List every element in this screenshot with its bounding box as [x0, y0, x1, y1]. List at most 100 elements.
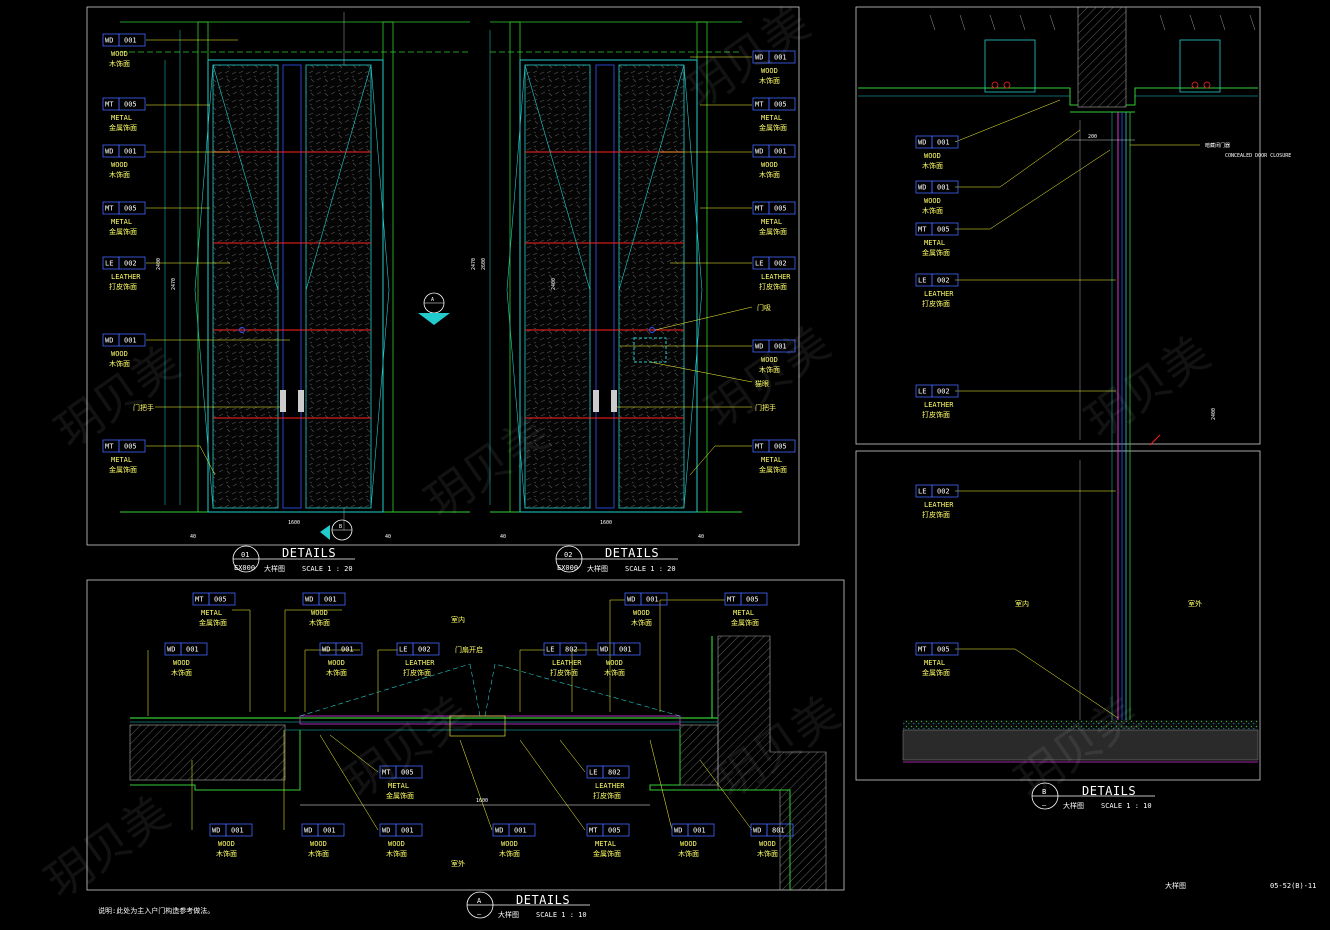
material-tag-number: 001 — [323, 827, 336, 835]
material-tag-number: 002 — [124, 260, 137, 268]
material-name-en: WOOD — [111, 50, 128, 58]
material-tag-number: 802 — [565, 646, 578, 654]
section-a-plan: 1600 室内 室外 门扇开启 — [129, 599, 827, 891]
svg-text:SCALE 1 : 20: SCALE 1 : 20 — [625, 565, 676, 573]
material-name-cn: 木饰面 — [171, 668, 192, 677]
material-tag-number: 001 — [324, 596, 337, 604]
material-tag-number: 005 — [774, 443, 787, 451]
material-name-cn: 木饰面 — [386, 849, 407, 858]
material-name-en: WOOD — [311, 609, 328, 617]
drawing-note: 说明:此处为主入户门构造参考做法。 — [98, 906, 214, 915]
material-name-en: WOOD — [111, 350, 128, 358]
material-name-en: WOOD — [924, 197, 941, 205]
svg-text:大样图: 大样图 — [1063, 801, 1084, 810]
material-tag-code: WD — [105, 337, 113, 345]
material-tag-code: WD — [918, 184, 926, 192]
watermark-text: 玥贝美 — [35, 786, 179, 909]
material-tag-number: 002 — [937, 388, 950, 396]
svg-text:SCALE 1 : 10: SCALE 1 : 10 — [1101, 802, 1152, 810]
material-name-cn: 打皮饰面 — [550, 668, 578, 677]
label-door-closer-cn: 暗藏闭门器 — [1205, 142, 1230, 149]
material-tag-code: LE — [918, 388, 926, 396]
material-name-en: WOOD — [111, 161, 128, 169]
leaders-elev-02 — [620, 56, 752, 476]
svg-text:DETAILS: DETAILS — [605, 546, 659, 560]
material-name-cn: 木饰面 — [109, 359, 130, 368]
view-title-b: B — DETAILS 大样图 SCALE 1 : 10 — [1031, 782, 1155, 810]
material-tag-number: 005 — [746, 596, 759, 604]
material-name-cn: 木饰面 — [109, 170, 130, 179]
material-name-cn: 木饰面 — [109, 59, 130, 68]
material-name-en: LEATHER — [924, 290, 954, 298]
material-tag-number: 002 — [774, 260, 787, 268]
view-title-01: 01 EX000 DETAILS 大样图 SCALE 1 : 20 — [232, 545, 355, 573]
svg-text:A: A — [431, 297, 434, 303]
material-tag-code: WD — [105, 148, 113, 156]
material-name-cn: 金属饰面 — [731, 618, 759, 627]
material-tag-number: 001 — [124, 37, 137, 45]
material-tag-number: 005 — [124, 101, 137, 109]
elevation-01: 2400 2470 2600 1600 40 40 A B 门把手 — [120, 12, 491, 541]
svg-text:DETAILS: DETAILS — [282, 546, 336, 560]
material-name-cn: 木饰面 — [757, 849, 778, 858]
material-tag-number: 001 — [937, 139, 950, 147]
svg-text:—: — — [1042, 801, 1047, 809]
svg-text:40: 40 — [698, 534, 704, 540]
material-tag-number: 001 — [774, 343, 787, 351]
material-tag-code: LE — [105, 260, 113, 268]
material-tag-code: MT — [727, 596, 736, 604]
material-tag-number: 001 — [186, 646, 199, 654]
material-name-cn: 木饰面 — [604, 668, 625, 677]
svg-text:A: A — [477, 897, 482, 905]
material-tag-number: 002 — [937, 488, 950, 496]
material-tag-number: 001 — [401, 827, 414, 835]
material-name-en: WOOD — [633, 609, 650, 617]
material-tag-code: MT — [755, 205, 764, 213]
section-b-vertical: 200 2400 暗藏闭门器 CONCEALED DOOR CLOSURE 室内… — [858, 6, 1291, 763]
svg-text:2400: 2400 — [551, 278, 557, 290]
material-tag-code: LE — [755, 260, 763, 268]
material-tag-code: MT — [382, 769, 391, 777]
material-tag-number: 002 — [937, 277, 950, 285]
label-inside: 室内 — [451, 615, 465, 624]
material-name-cn: 打皮饰面 — [593, 791, 621, 800]
material-tag-code: MT — [195, 596, 204, 604]
material-tag-code: MT — [105, 443, 114, 451]
material-tag-code: WD — [105, 37, 113, 45]
svg-text:—: — — [477, 910, 482, 918]
material-name-en: METAL — [388, 782, 409, 790]
material-tag-code: MT — [589, 827, 598, 835]
svg-text:EX000: EX000 — [557, 564, 578, 572]
material-tag-number: 001 — [774, 54, 787, 62]
material-name-cn: 金属饰面 — [199, 618, 227, 627]
sheet-name: 大样图 — [1165, 881, 1186, 890]
material-name-en: WOOD — [761, 161, 778, 169]
material-name-en: WOOD — [388, 840, 405, 848]
material-tag-code: WD — [322, 646, 330, 654]
material-name-en: WOOD — [761, 356, 778, 364]
section-marker-b[interactable]: B — [320, 519, 353, 541]
label-stopper: 门吸 — [757, 303, 771, 312]
material-name-en: LEATHER — [924, 501, 954, 509]
material-tag-code: WD — [627, 596, 635, 604]
material-tag-code: WD — [495, 827, 503, 835]
svg-text:2400: 2400 — [156, 258, 162, 270]
section-marker-a[interactable]: A — [418, 292, 450, 325]
material-name-cn: 金属饰面 — [759, 227, 787, 236]
watermark-text: 玥贝美 — [695, 316, 839, 439]
material-tag-number: 001 — [124, 148, 137, 156]
material-name-en: LEATHER — [405, 659, 435, 667]
material-name-en: METAL — [924, 239, 945, 247]
